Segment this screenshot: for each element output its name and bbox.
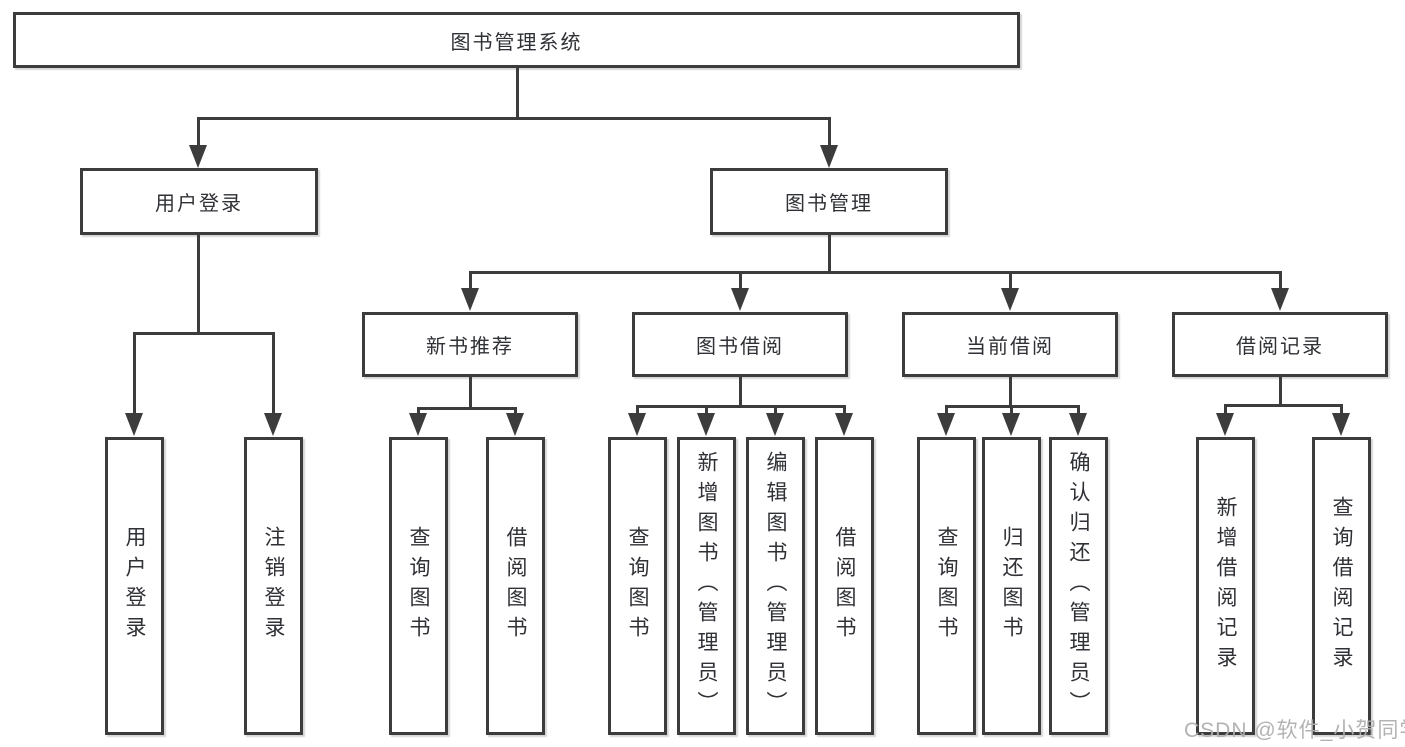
connector-line [132,333,136,417]
connector-line [1009,406,1013,417]
connector-line [1278,272,1282,292]
connector-line [944,406,948,417]
arrowhead-down-icon [1216,413,1234,436]
leaf-query-books-recommend-label: 查询图书 [407,526,430,646]
arrowhead-down-icon [409,413,427,436]
connector-line [1223,405,1227,417]
node-current-borrowing-label: 当前借阅 [966,336,1054,358]
connector-line [416,406,517,410]
leaf-add-borrow-record-label: 新增借阅记录 [1214,496,1237,676]
connector-line [704,406,708,417]
leaf-return-books: 归还图书 [982,437,1041,735]
arrowhead-down-icon [697,413,715,436]
leaf-confirm-return-admin: 确认归还（管理员） [1049,437,1108,735]
node-root: 图书管理系统 [13,12,1020,68]
connector-line [513,408,517,417]
leaf-query-books-borrow-label: 查询图书 [626,526,649,646]
connector-line [827,118,831,149]
leaf-confirm-return-admin-label: 确认归还（管理员） [1067,451,1090,721]
connector-line [1008,377,1012,406]
connector-line [842,406,846,417]
leaf-add-book-admin: 新增图书（管理员） [677,437,736,735]
connector-line [738,272,742,292]
arrowhead-down-icon [835,413,853,436]
node-book-management: 图书管理 [710,168,948,235]
connector-line [773,406,777,417]
leaf-edit-book-admin: 编辑图书（管理员） [746,437,805,735]
node-root-label: 图书管理系统 [450,31,583,54]
node-user-login: 用户登录 [80,168,318,235]
leaf-borrow-books: 借阅图书 [815,437,874,735]
leaf-edit-book-admin-label: 编辑图书（管理员） [764,451,787,721]
leaf-return-books-label: 归还图书 [1000,526,1023,646]
leaf-query-borrow-record: 查询借阅记录 [1312,437,1371,735]
arrowhead-down-icon [937,413,955,436]
csdn-watermark: CSDN @软件_小贺同学 [1184,719,1405,742]
connector-line [1339,405,1343,417]
leaf-query-books-recommend: 查询图书 [389,437,448,735]
arrowhead-down-icon [506,413,524,436]
leaf-query-books-current: 查询图书 [917,437,976,735]
connector-line [196,235,200,333]
node-borrowing-records: 借阅记录 [1172,312,1388,377]
connector-line [468,272,472,292]
connector-line [827,235,831,272]
arrowhead-down-icon [628,413,646,436]
leaf-query-borrow-record-label: 查询借阅记录 [1330,496,1353,676]
leaf-borrow-books-label: 借阅图书 [833,526,856,646]
leaf-borrow-books-recommend: 借阅图书 [486,437,545,735]
arrowhead-down-icon [1069,413,1087,436]
arrowhead-down-icon [1271,288,1289,311]
connector-line [635,404,846,408]
connector-line [1278,377,1282,405]
arrowhead-down-icon [731,288,749,311]
arrowhead-down-icon [1332,413,1350,436]
connector-line [196,116,831,120]
connector-line [271,333,275,417]
leaf-add-borrow-record: 新增借阅记录 [1196,437,1255,735]
node-new-book-recommend-label: 新书推荐 [426,336,514,358]
leaf-query-books-borrow: 查询图书 [608,437,667,735]
leaf-user-login: 用户登录 [105,437,164,735]
node-borrowing-records-label: 借阅记录 [1236,336,1324,358]
node-book-management-label: 图书管理 [785,193,873,215]
node-user-login-label: 用户登录 [155,193,243,215]
arrowhead-down-icon [1001,288,1019,311]
connector-line [468,270,1282,274]
leaf-add-book-admin-label: 新增图书（管理员） [695,451,718,721]
arrowhead-down-icon [125,413,143,436]
arrowhead-down-icon [766,413,784,436]
connector-line [738,377,742,406]
connector-line [635,406,639,417]
connector-line [132,331,275,335]
connector-line [416,408,420,417]
leaf-logout: 注销登录 [244,437,303,735]
node-new-book-recommend: 新书推荐 [362,312,578,377]
node-book-borrowing: 图书借阅 [632,312,848,377]
arrowhead-down-icon [1002,413,1020,436]
node-book-borrowing-label: 图书借阅 [696,336,784,358]
connector-line [515,68,519,118]
leaf-borrow-books-recommend-label: 借阅图书 [504,526,527,646]
connector-line [196,118,200,149]
connector-line [1223,403,1343,407]
arrowhead-down-icon [461,288,479,311]
connector-line [468,377,472,408]
leaf-query-books-current-label: 查询图书 [935,526,958,646]
leaf-user-login-label: 用户登录 [123,526,146,646]
arrowhead-down-icon [820,145,838,168]
arrowhead-down-icon [189,145,207,168]
connector-line [1008,272,1012,292]
connector-line [1076,406,1080,417]
node-current-borrowing: 当前借阅 [902,312,1118,377]
arrowhead-down-icon [264,413,282,436]
leaf-logout-label: 注销登录 [262,526,285,646]
